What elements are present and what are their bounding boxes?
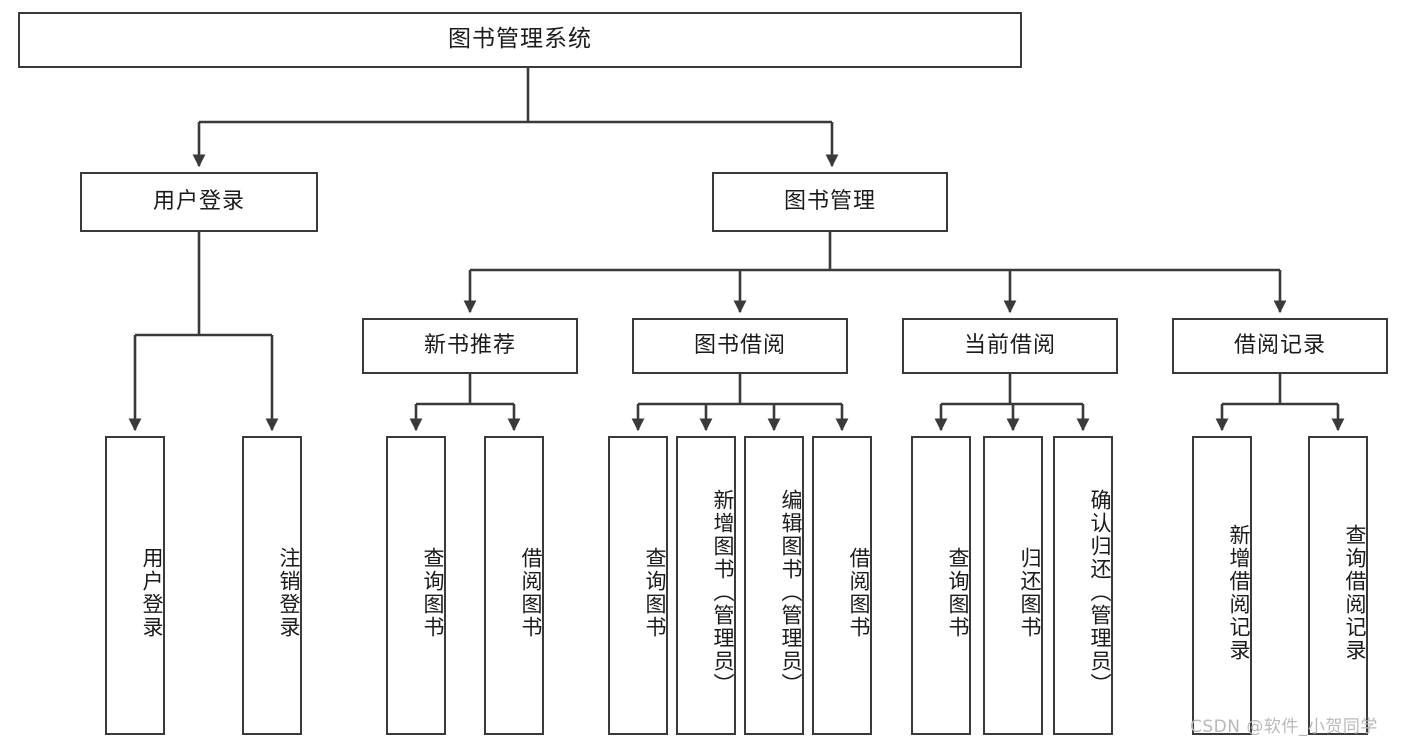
node-label: 查询图书 xyxy=(643,546,667,639)
node-label: 确认归还（管理员） xyxy=(1088,489,1112,696)
node-leaf-query-book-2[interactable]: 查询图书 xyxy=(608,436,668,735)
node-new-book-recommend[interactable]: 新书推荐 xyxy=(362,318,578,374)
node-book-borrow[interactable]: 图书借阅 xyxy=(632,318,848,374)
node-root-system[interactable]: 图书管理系统 xyxy=(18,12,1022,68)
node-book-manage[interactable]: 图书管理 xyxy=(712,172,948,232)
node-label: 图书管理系统 xyxy=(448,26,592,53)
node-leaf-borrow-book-2[interactable]: 借阅图书 xyxy=(812,436,872,735)
node-leaf-add-book[interactable]: 新增图书（管理员） xyxy=(676,436,736,735)
node-label: 归还图书 xyxy=(1018,546,1042,639)
node-label: 用户登录 xyxy=(152,188,245,214)
node-leaf-return-book[interactable]: 归还图书 xyxy=(983,436,1043,735)
node-label: 图书管理 xyxy=(783,188,876,214)
csdn-watermark: CSDN @软件_小贺同学 xyxy=(1190,717,1378,737)
node-label: 查询图书 xyxy=(421,546,445,639)
node-current-borrow[interactable]: 当前借阅 xyxy=(902,318,1118,374)
node-label: 借阅图书 xyxy=(519,546,543,639)
node-label: 编辑图书（管理员） xyxy=(779,489,803,696)
node-leaf-borrow-book-1[interactable]: 借阅图书 xyxy=(484,436,544,735)
node-label: 新书推荐 xyxy=(423,332,516,358)
node-label: 当前借阅 xyxy=(963,332,1056,358)
node-label: 用户登录 xyxy=(140,546,164,639)
node-label: 新增借阅记录 xyxy=(1227,523,1251,662)
node-leaf-edit-book[interactable]: 编辑图书（管理员） xyxy=(744,436,804,735)
node-leaf-query-book-3[interactable]: 查询图书 xyxy=(911,436,971,735)
node-leaf-add-record[interactable]: 新增借阅记录 xyxy=(1192,436,1252,735)
node-leaf-query-record[interactable]: 查询借阅记录 xyxy=(1308,436,1368,735)
node-user-login[interactable]: 用户登录 xyxy=(80,172,318,232)
node-leaf-query-book-1[interactable]: 查询图书 xyxy=(386,436,446,735)
node-leaf-user-logout[interactable]: 注销登录 xyxy=(242,436,302,735)
node-label: 新增图书（管理员） xyxy=(711,489,735,696)
node-leaf-user-login[interactable]: 用户登录 xyxy=(105,436,165,735)
node-label: 查询借阅记录 xyxy=(1343,523,1367,662)
node-label: 借阅记录 xyxy=(1233,332,1326,358)
node-leaf-confirm-return[interactable]: 确认归还（管理员） xyxy=(1053,436,1113,735)
node-label: 注销登录 xyxy=(277,546,301,639)
node-label: 图书借阅 xyxy=(693,332,786,358)
node-label: 借阅图书 xyxy=(847,546,871,639)
node-borrow-record[interactable]: 借阅记录 xyxy=(1172,318,1388,374)
node-label: 查询图书 xyxy=(946,546,970,639)
